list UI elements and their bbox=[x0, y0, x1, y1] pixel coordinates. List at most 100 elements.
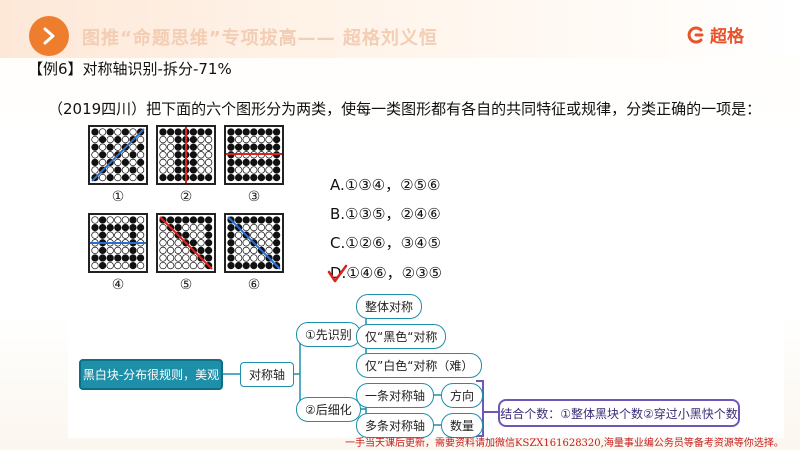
figure-dot bbox=[182, 246, 190, 255]
figure-dot bbox=[114, 143, 122, 151]
figure-dot bbox=[189, 261, 198, 270]
figure-dot bbox=[91, 128, 99, 136]
figure-dot bbox=[189, 166, 198, 174]
figure-dot bbox=[189, 151, 198, 159]
figure-dot bbox=[257, 231, 266, 239]
figure-dot bbox=[189, 128, 198, 136]
figure-dot bbox=[91, 246, 99, 255]
mindmap-node-refine-later: ②后细化 bbox=[296, 397, 361, 422]
figure-dot bbox=[136, 254, 145, 262]
figure-dot bbox=[98, 143, 107, 151]
figure-dot bbox=[272, 239, 281, 247]
figure-dot bbox=[98, 151, 107, 159]
mindmap-node-direction: 方向 bbox=[441, 383, 484, 408]
figure-dot bbox=[257, 158, 266, 167]
figure-dot bbox=[136, 143, 145, 151]
figure-dot bbox=[136, 158, 145, 167]
figure-dot bbox=[106, 261, 114, 270]
figure-dot bbox=[166, 135, 175, 144]
figure-6 bbox=[224, 213, 284, 273]
figure-dot bbox=[114, 246, 122, 255]
header-bar bbox=[0, 0, 800, 58]
figure-dot bbox=[265, 158, 273, 167]
figure-dot bbox=[121, 166, 130, 174]
figure-dot bbox=[114, 216, 122, 224]
figure-number-6: ⑥ bbox=[247, 277, 261, 293]
figure-dot bbox=[182, 261, 190, 270]
figure-dot bbox=[129, 166, 137, 174]
figure-dot bbox=[174, 246, 182, 255]
figure-dot bbox=[197, 143, 205, 151]
figure-dot bbox=[197, 158, 205, 167]
figure-grid: ① ② ③ ④ ⑤ ⑥ bbox=[88, 125, 288, 295]
figure-dot bbox=[265, 246, 273, 255]
figure-dot bbox=[257, 261, 266, 270]
play-button[interactable] bbox=[29, 16, 69, 56]
figure-dot bbox=[136, 216, 145, 224]
figure-dot bbox=[227, 254, 235, 262]
mindmap-node-quantity: 数量 bbox=[441, 413, 484, 438]
figure-dot bbox=[121, 135, 130, 144]
figure-dot bbox=[272, 158, 281, 167]
figure-dot bbox=[242, 246, 250, 255]
figure-dot bbox=[159, 231, 167, 239]
figure-dot bbox=[242, 135, 250, 144]
figure-dot bbox=[129, 173, 137, 182]
figure-dot bbox=[166, 246, 175, 255]
figure-dot bbox=[250, 135, 258, 144]
mindmap: 黑白块-分布很规则，美观 对称轴 ①先识别 ②后细化 整体对称 仅“黑色“对称 … bbox=[68, 292, 784, 438]
figure-dot bbox=[250, 231, 258, 239]
figure-dot bbox=[189, 173, 198, 182]
figure-dot bbox=[227, 261, 235, 270]
figure-dot bbox=[204, 231, 213, 239]
figure-dot bbox=[98, 216, 107, 224]
figure-dot bbox=[91, 143, 99, 151]
figure-dot bbox=[272, 223, 281, 232]
figure-5 bbox=[156, 213, 216, 273]
figure-dot bbox=[265, 261, 273, 270]
figure-dot bbox=[121, 223, 130, 232]
figure-dot bbox=[129, 143, 137, 151]
figure-dot bbox=[136, 223, 145, 232]
figure-dot bbox=[265, 223, 273, 232]
figure-dot bbox=[197, 231, 205, 239]
figure-dot bbox=[197, 173, 205, 182]
figure-dot bbox=[166, 231, 175, 239]
question-text: （2019四川）把下面的六个图形分为两类，使每一类图形都有各自的共同特征或规律，… bbox=[48, 100, 762, 118]
figure-dot bbox=[265, 143, 273, 151]
header-title: 图推“命题思维”专项拔高—— 超格刘义恒 bbox=[82, 28, 438, 49]
figure-dot bbox=[227, 143, 235, 151]
option-a[interactable]: A.①③④，②⑤⑥ bbox=[330, 176, 441, 194]
figure-3 bbox=[224, 125, 284, 185]
mindmap-node-single-axis: 一条对称轴 bbox=[356, 383, 435, 408]
figure-dot bbox=[98, 231, 107, 239]
figure-dot bbox=[257, 166, 266, 174]
figure-dot bbox=[166, 166, 175, 174]
figure-dot bbox=[114, 261, 122, 270]
option-d[interactable]: D.①④⑥，②③⑤ bbox=[330, 264, 443, 282]
figure-dot bbox=[174, 143, 182, 151]
figure-dot bbox=[174, 166, 182, 174]
figure-dot bbox=[197, 239, 205, 247]
figure-dot bbox=[197, 166, 205, 174]
figure-dot bbox=[129, 158, 137, 167]
mindmap-node-white-only: 仅”白色“对称（难） bbox=[356, 353, 483, 378]
option-b[interactable]: B.①③⑤，②④⑥ bbox=[330, 205, 441, 223]
figure-dot bbox=[189, 143, 198, 151]
figure-dot bbox=[174, 223, 182, 232]
figure-dot bbox=[242, 173, 250, 182]
figure-dot bbox=[257, 254, 266, 262]
figure-dot bbox=[204, 151, 213, 159]
figure-dot bbox=[204, 128, 213, 136]
option-c[interactable]: C.①②⑥，③④⑤ bbox=[330, 234, 441, 252]
mindmap-root: 黑白块-分布很规则，美观 bbox=[79, 359, 223, 390]
figure-dot bbox=[189, 239, 198, 247]
figure-dot bbox=[159, 246, 167, 255]
figure-dot bbox=[121, 158, 130, 167]
figure-dot bbox=[250, 223, 258, 232]
figure-dot bbox=[257, 143, 266, 151]
figure-dot bbox=[121, 173, 130, 182]
figure-dot bbox=[204, 143, 213, 151]
figure-dot bbox=[159, 158, 167, 167]
